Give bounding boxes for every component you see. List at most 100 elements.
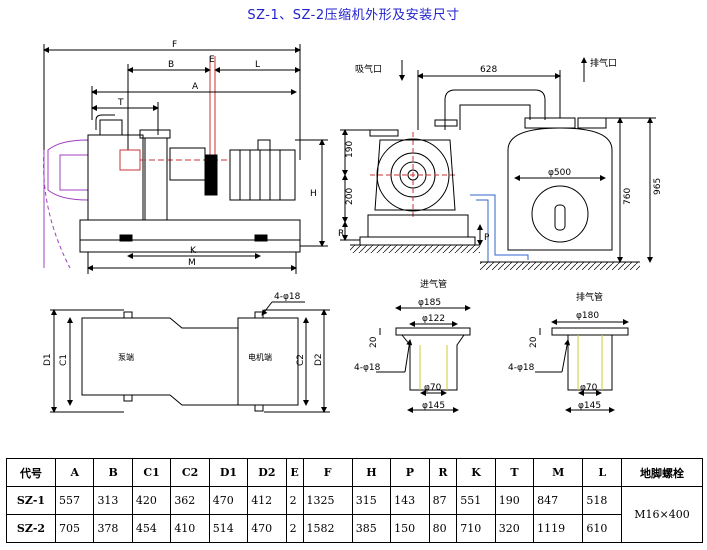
inlet-d122-label: φ122 <box>422 314 445 324</box>
inlet-d185-label: φ185 <box>418 298 441 308</box>
dim-C1-label: C1 <box>59 354 69 366</box>
dim-R-label: R <box>338 229 344 239</box>
table-cell: 143 <box>390 486 430 515</box>
inlet-d70-label: φ70 <box>424 383 442 393</box>
dim-F-label: F <box>172 40 177 50</box>
table-header-cell: H <box>351 458 392 487</box>
dim-H-label: H <box>310 189 317 199</box>
dim-T-label: T <box>117 98 124 108</box>
plan-view <box>50 301 330 413</box>
table-cell: 313 <box>93 486 133 515</box>
outlet-pipe-detail <box>535 319 629 413</box>
dim-M-label: M <box>188 258 196 268</box>
table-cell: 150 <box>390 514 430 543</box>
plan-hole-label: 4-φ18 <box>274 292 301 302</box>
inlet-pipe-labels: 进气管 φ185 φ122 20 4-φ18 φ70 φ145 <box>354 278 447 411</box>
table-cell: 362 <box>170 486 210 515</box>
outlet-pipe-title: 排气管 <box>576 291 603 303</box>
dim-B-label: B <box>168 60 174 70</box>
table-header-cell: C1 <box>131 458 172 487</box>
outlet-pipe-labels: 排气管 φ180 20 4-φ18 φ70 φ145 <box>508 291 603 411</box>
dim-965-label: 965 <box>653 178 663 195</box>
table-header-cell: F <box>302 458 353 487</box>
table-cell: 470 <box>247 514 287 543</box>
table-cell: 514 <box>208 514 249 543</box>
table-cell: 320 <box>494 514 535 543</box>
table-cell: 705 <box>54 514 95 543</box>
table-cell: 385 <box>351 514 392 543</box>
motor-end-label: 电机端 <box>248 352 272 362</box>
table-cell: 610 <box>582 514 622 543</box>
side-view <box>43 44 328 274</box>
inlet-label: 吸气口 <box>355 63 382 75</box>
dim-D2-label: D2 <box>314 353 324 366</box>
table-header-cell: B <box>93 458 133 487</box>
table-cell: 557 <box>54 486 95 515</box>
dim-628-label: 628 <box>480 65 497 75</box>
dim-500-label: φ500 <box>548 168 571 178</box>
table-cell: 847 <box>533 486 584 515</box>
side-view-labels: F B E L A T H K M <box>117 40 317 268</box>
table-cell: 551 <box>456 486 496 515</box>
drawing-title: SZ-1、SZ-2压缩机外形及安装尺寸 <box>247 8 460 23</box>
pump-end-label: 泵端 <box>118 352 134 362</box>
table-cell: 518 <box>582 486 622 515</box>
table-cell: 412 <box>247 486 287 515</box>
outlet-holes-label: 4-φ18 <box>508 363 535 373</box>
table-header-cell: D2 <box>247 458 287 487</box>
front-view-labels: 吸气口 排气口 628 190 200 R P φ500 760 965 <box>338 57 663 243</box>
table-header-cell: T <box>494 458 535 487</box>
table-header-cell: P <box>390 458 430 487</box>
table-cell: 420 <box>131 486 172 515</box>
dim-D1-label: D1 <box>43 353 53 366</box>
table-cell: 710 <box>456 514 496 543</box>
table-cell: 2 <box>285 486 304 515</box>
table-cell: 80 <box>428 514 458 543</box>
table-header-cell: E <box>285 458 304 487</box>
table-header-cell: 代号 <box>6 458 56 487</box>
model-name-cell: SZ-1 <box>6 486 56 515</box>
table-cell: 1582 <box>302 514 353 543</box>
table-header-cell: K <box>456 458 496 487</box>
outlet-d145-label: φ145 <box>578 401 601 411</box>
table-cell: 410 <box>170 514 210 543</box>
table-header-cell: D1 <box>208 458 249 487</box>
dim-P-label: P <box>484 233 490 243</box>
dim-200-label: 200 <box>345 188 355 205</box>
inlet-d145-label: φ145 <box>422 401 445 411</box>
dim-760-label: 760 <box>623 188 633 205</box>
dim-A-label: A <box>192 82 199 92</box>
table-cell: 87 <box>428 486 458 515</box>
model-name-cell: SZ-2 <box>6 514 56 543</box>
outlet-d180-label: φ180 <box>576 311 599 321</box>
dim-L-label: L <box>255 60 260 70</box>
inlet-pipe-detail <box>376 305 471 413</box>
table-cell: 1119 <box>533 514 584 543</box>
outlet-d20-label: 20 <box>529 336 539 348</box>
technical-drawing: F B E L A T H K M <box>43 40 663 413</box>
table-header-cell: C2 <box>170 458 210 487</box>
table-header-cell: R <box>428 458 458 487</box>
table-header-cell: L <box>582 458 622 487</box>
table-cell: 2 <box>285 514 304 543</box>
dim-C2-label: C2 <box>296 354 306 366</box>
table-cell: 454 <box>131 514 172 543</box>
dim-E-label: E <box>209 55 215 65</box>
inlet-pipe-title: 进气管 <box>420 278 447 290</box>
front-view <box>340 57 656 270</box>
table-header-cell: 地脚螺栓 <box>621 458 703 487</box>
table-header-cell: A <box>54 458 95 487</box>
dim-190-label: 190 <box>345 141 355 158</box>
outlet-label: 排气口 <box>590 57 617 69</box>
table-cell: 1325 <box>302 486 353 515</box>
inlet-holes-label: 4-φ18 <box>354 363 381 373</box>
dim-K-label: K <box>190 246 197 256</box>
inlet-d20-label: 20 <box>369 336 379 348</box>
table-header-cell: M <box>533 458 584 487</box>
table-cell: 378 <box>93 514 133 543</box>
anchor-bolt-cell: M16×400 <box>621 486 703 543</box>
